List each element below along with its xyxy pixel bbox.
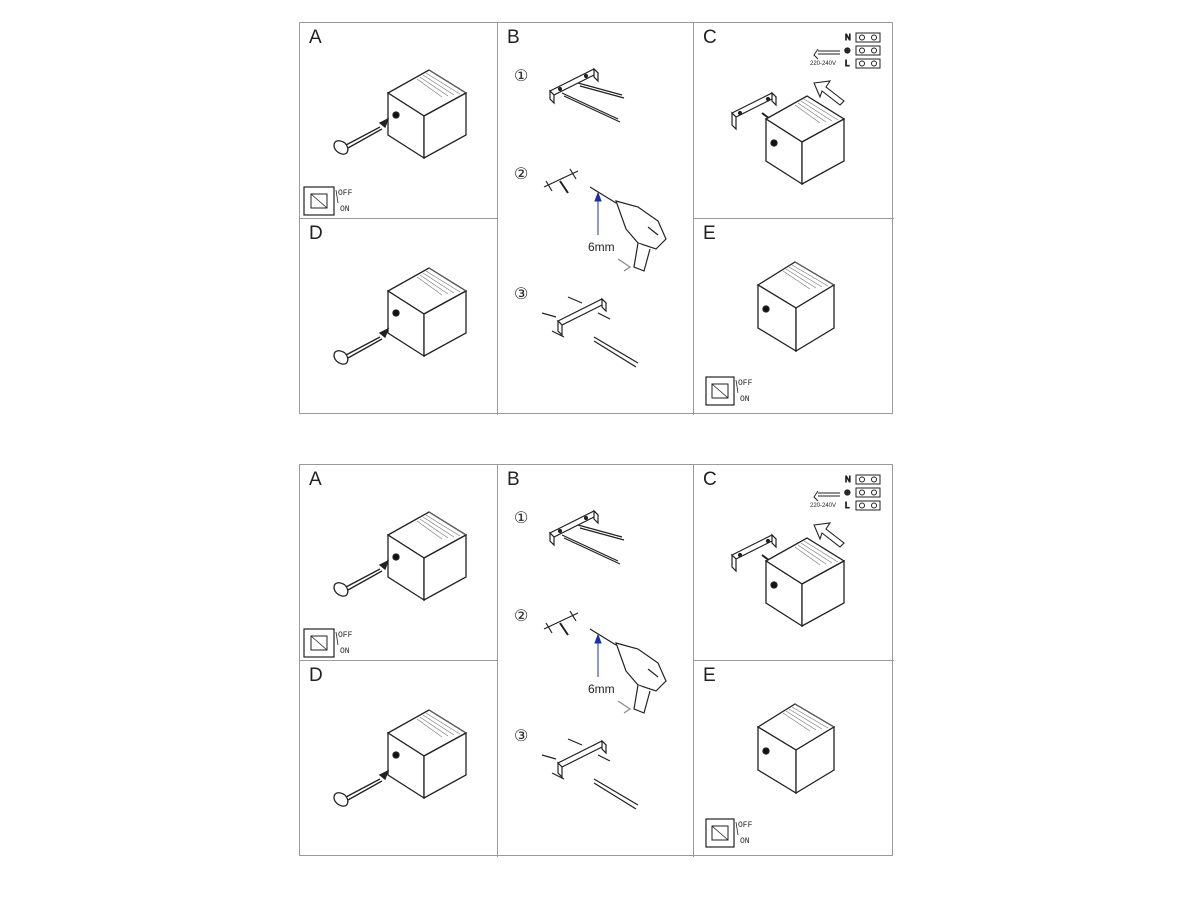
wall-switch-icon: OFF ON <box>303 628 353 658</box>
screwdriver-tool-illustration <box>333 769 390 807</box>
panel-a: A <box>300 23 498 219</box>
lamp-cube-illustration <box>386 267 468 358</box>
panel-label: C <box>703 27 717 48</box>
wall-bracket-illustration <box>730 91 778 131</box>
step-2-marker: ② <box>514 166 528 183</box>
mounting-bracket-illustration <box>548 67 625 123</box>
wall-switch-icon: OFF ON <box>705 818 753 848</box>
wall-switch-icon: OFF ON <box>705 376 753 406</box>
bracket-screws-illustration <box>541 296 639 368</box>
panel-e: E OFF ON <box>694 661 894 857</box>
panel-label: B <box>507 469 520 490</box>
terminal-n-label: N <box>845 475 851 484</box>
panel-a: A <box>300 465 498 661</box>
step-3-marker: ③ <box>514 728 528 745</box>
panel-label: E <box>703 223 716 244</box>
panel-b: B ① ② <box>498 465 694 857</box>
voltage-label: 220-240V <box>810 61 836 67</box>
step-1-marker: ① <box>514 68 528 85</box>
panel-d: D <box>300 661 498 857</box>
wall-switch-icon: OFF ON <box>303 186 353 216</box>
terminal-l-label: L <box>845 501 850 510</box>
panel-label: E <box>703 665 716 686</box>
lamp-cube-illustration <box>386 709 468 800</box>
switch-on-label: ON <box>740 837 750 846</box>
drill-marks-illustration <box>543 168 579 194</box>
lamp-cube-illustration <box>756 261 836 353</box>
panel-label: A <box>309 469 322 490</box>
lamp-cube-illustration <box>386 69 468 160</box>
instruction-sheet-bottom: A <box>299 464 894 857</box>
terminal-earth-label: ⊕ <box>844 46 851 55</box>
drill-size-label: 6mm <box>588 682 615 696</box>
panel-c: C N ⊕ L 220-240V <box>694 23 894 219</box>
screwdriver-tool-illustration <box>333 559 390 597</box>
wall-bracket-illustration <box>730 533 778 573</box>
screwdriver-tool-illustration <box>333 117 390 155</box>
drill-marks-illustration <box>543 610 579 636</box>
drill-depth-arrow <box>594 633 602 677</box>
switch-off-label: OFF <box>338 189 353 198</box>
panel-label: A <box>309 27 322 48</box>
installation-direction-arrow <box>813 522 845 548</box>
instruction-sheet-top: A <box>299 22 894 415</box>
switch-off-label: OFF <box>338 631 353 640</box>
lamp-cube-illustration <box>756 703 836 795</box>
terminal-block-illustration: N ⊕ L <box>813 474 881 511</box>
screwdriver-tool-illustration <box>333 327 390 365</box>
panel-label: D <box>309 665 323 686</box>
bracket-screws-illustration <box>541 738 639 810</box>
power-drill-illustration <box>589 628 667 714</box>
panel-c: C N ⊕ L 220-240V <box>694 465 894 661</box>
step-2-marker: ② <box>514 608 528 625</box>
switch-off-label: OFF <box>738 821 753 830</box>
lamp-cube-illustration <box>386 511 468 602</box>
mounting-bracket-illustration <box>548 509 625 565</box>
switch-on-label: ON <box>740 395 750 404</box>
installation-direction-arrow <box>813 80 845 106</box>
terminal-l-label: L <box>845 59 850 68</box>
power-drill-illustration <box>589 186 667 272</box>
terminal-earth-label: ⊕ <box>844 488 851 497</box>
panel-d: D <box>300 219 498 415</box>
panel-label: C <box>703 469 717 490</box>
drill-depth-arrow <box>594 191 602 235</box>
panel-label: B <box>507 27 520 48</box>
switch-on-label: ON <box>340 647 350 656</box>
switch-on-label: ON <box>340 205 350 214</box>
panel-b: B ① ② <box>498 23 694 415</box>
voltage-label: 220-240V <box>810 503 836 509</box>
terminal-n-label: N <box>845 33 851 42</box>
panel-e: E OFF ON <box>694 219 894 415</box>
lamp-cube-illustration <box>764 537 846 628</box>
step-1-marker: ① <box>514 510 528 527</box>
drill-size-label: 6mm <box>588 240 615 254</box>
lamp-cube-illustration <box>764 95 846 186</box>
terminal-block-illustration: N ⊕ L <box>813 32 881 69</box>
switch-off-label: OFF <box>738 379 753 388</box>
step-3-marker: ③ <box>514 286 528 303</box>
panel-label: D <box>309 223 323 244</box>
